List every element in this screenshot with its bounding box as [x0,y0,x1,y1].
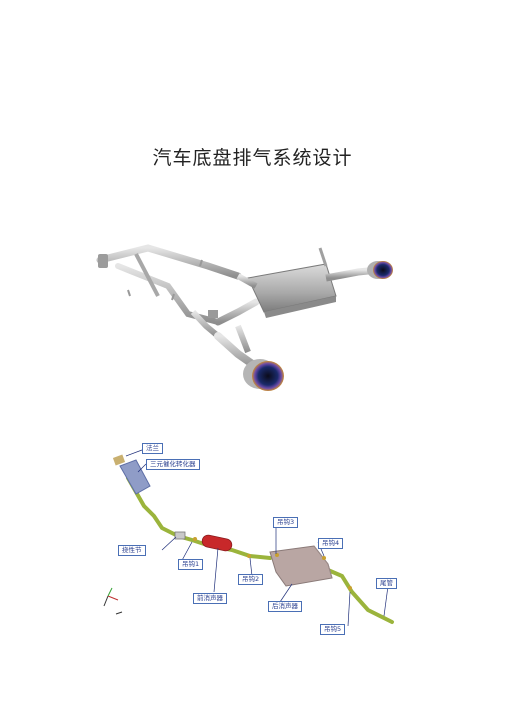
page-title: 汽车底盘排气系统设计 [152,147,353,169]
label-flex-joint: 挠性节 [118,545,146,556]
flex-joint-part [174,531,186,540]
exhaust-pipe [126,476,272,560]
exhaust-system-photo [96,244,393,391]
exhaust-system-diagram [103,449,394,627]
rear-muffler-part [269,545,333,587]
label-hanger4: 吊钩4 [318,538,344,549]
catalytic-converter-part [119,459,151,495]
label-hanger5: 吊钩5 [320,624,346,635]
label-hanger2: 吊钩2 [238,574,264,585]
label-front-muffler: 前消声器 [193,593,227,604]
label-hanger1: 吊钩1 [178,559,204,570]
label-catalytic-converter: 三元催化转化器 [146,459,200,470]
label-tailpipe: 尾管 [376,578,397,589]
front-muffler-part [201,534,233,552]
label-hanger3: 吊钩3 [273,517,299,528]
label-flange: 法兰 [142,443,163,454]
label-rear-muffler: 后消声器 [268,601,302,612]
axis-triad-icon [103,587,123,615]
leader-lines [125,449,389,627]
